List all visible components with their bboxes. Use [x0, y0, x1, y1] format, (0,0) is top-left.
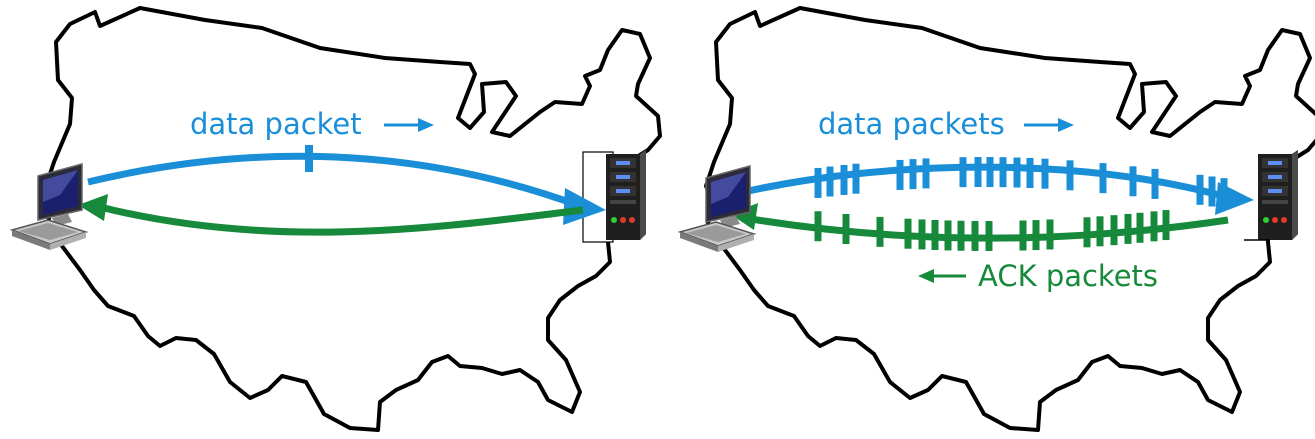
ack-arrowhead-right: [730, 203, 758, 230]
label-arrowhead-right: [1058, 118, 1074, 132]
data-packet: [1041, 158, 1049, 189]
ack-packet: [918, 219, 926, 250]
data-packet: [852, 163, 860, 194]
server-tower-icon-right: [1258, 150, 1298, 240]
data-packet: [986, 157, 994, 188]
data-packet: [1066, 160, 1074, 191]
ack-packet: [876, 216, 884, 247]
data-packet: [1220, 178, 1228, 209]
ack-packet: [1136, 212, 1144, 243]
data-arrow-left: [87, 152, 582, 210]
ack-packets-group: [814, 210, 1170, 251]
data-packet: [305, 145, 313, 172]
data-packet: [814, 167, 822, 198]
ack-packet: [1083, 217, 1091, 248]
data-packet: [896, 159, 904, 190]
data-packet: [1026, 157, 1034, 188]
ack-packet: [1019, 220, 1027, 251]
ack-packet: [1162, 210, 1170, 241]
ack-packet: [1046, 219, 1054, 250]
data-packet: [826, 166, 834, 197]
ack-label-arrowhead: [918, 269, 934, 283]
ack-arrowhead-left: [78, 194, 108, 221]
left-panel: data packet: [11, 6, 662, 432]
ack-packet: [1124, 213, 1132, 244]
ack-arrow-left: [99, 203, 584, 236]
ack-packet: [985, 220, 993, 251]
ack-packet: [944, 220, 952, 251]
data-packet: [974, 157, 982, 188]
data-packets-group: [814, 157, 1228, 209]
ack-packet: [1150, 211, 1158, 242]
data-packet: [1129, 166, 1137, 197]
ack-packets-label: ACK packets: [978, 259, 1158, 293]
server-tower-icon: [606, 150, 646, 240]
data-packet: [1196, 174, 1204, 205]
data-packet: [1208, 176, 1216, 207]
ack-packet: [1096, 216, 1104, 247]
data-packet: [1099, 163, 1107, 194]
ack-packet: [842, 213, 850, 244]
data-packet: [1013, 157, 1021, 188]
ack-packet: [931, 219, 939, 250]
desktop-computer-icon-right: [679, 165, 755, 253]
ack-packet: [904, 218, 912, 249]
data-packet: [840, 164, 848, 195]
data-packet: [999, 157, 1007, 188]
data-packet: [922, 158, 930, 189]
ack-packet: [1110, 215, 1118, 246]
ack-packet: [1032, 220, 1040, 251]
label-arrowhead-left: [418, 118, 434, 132]
data-arrowhead-left: [563, 188, 606, 225]
ack-packet: [957, 220, 965, 251]
data-packet-label: data packet: [190, 107, 362, 141]
ack-packet: [814, 211, 822, 242]
data-packet: [959, 157, 967, 188]
data-packets-label: data packets: [818, 107, 1005, 141]
data-packet: [1151, 168, 1159, 199]
desktop-computer-icon: [11, 163, 87, 251]
right-panel: data packets ACK packets: [679, 6, 1315, 432]
data-packet: [909, 159, 917, 190]
ack-packet: [971, 220, 979, 251]
